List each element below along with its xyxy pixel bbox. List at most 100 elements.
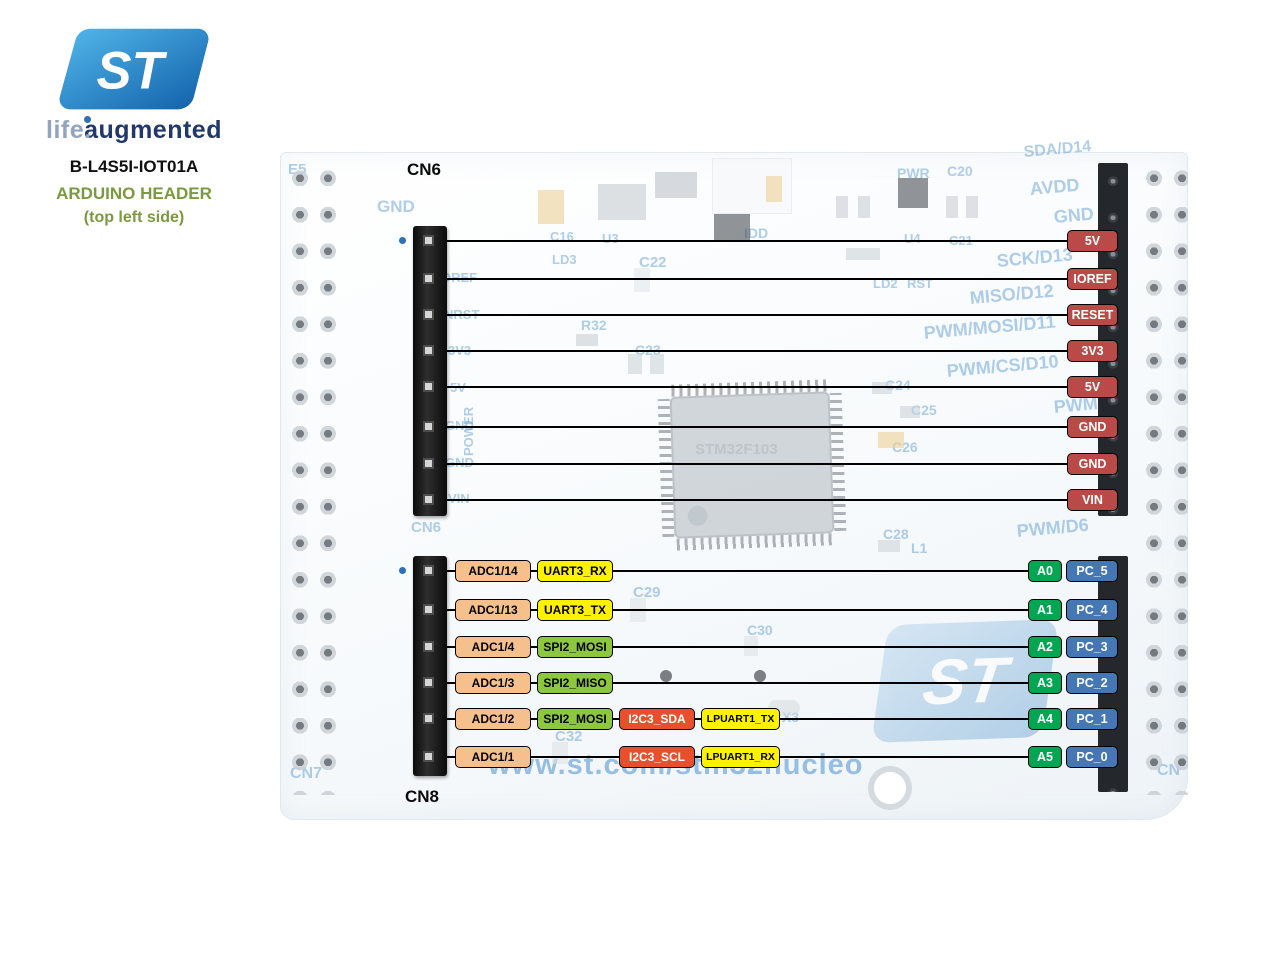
stm32-pin-badge: PC_3 bbox=[1066, 636, 1118, 658]
pin1-marker-cn8 bbox=[399, 567, 406, 574]
stm32-pin-badge: PC_5 bbox=[1066, 560, 1118, 582]
header-pin bbox=[423, 713, 434, 724]
component-capacitor bbox=[634, 268, 650, 292]
adc-function-badge: ADC1/3 bbox=[455, 672, 531, 694]
silkscreen-text: PWR bbox=[897, 165, 930, 181]
mcu-chip bbox=[657, 379, 847, 551]
silkscreen-text: C22 bbox=[639, 254, 667, 271]
header-pin bbox=[423, 235, 434, 246]
header-pin bbox=[423, 381, 434, 392]
signal-wire bbox=[447, 682, 1028, 684]
silkscreen-text: IDD bbox=[744, 225, 769, 241]
component-capacitor bbox=[538, 190, 564, 224]
cn6-label: CN6 bbox=[407, 160, 442, 179]
pin-badge-power: 5V bbox=[1067, 376, 1118, 398]
pin1-marker-cn6 bbox=[399, 237, 406, 244]
silkscreen-text: C28 bbox=[883, 526, 909, 542]
pin-badge-power: IOREF bbox=[1067, 268, 1118, 290]
signal-wire bbox=[447, 240, 1067, 242]
pin-badge-power: VIN bbox=[1067, 489, 1118, 511]
component-jumper bbox=[714, 214, 750, 242]
silkscreen-text: PWM/D6 bbox=[1016, 514, 1090, 541]
header-pin bbox=[423, 309, 434, 320]
component-capacitor bbox=[552, 742, 568, 764]
signal-wire bbox=[447, 463, 1067, 465]
spi-function-badge: SPI2_MISO bbox=[537, 672, 613, 694]
signal-wire bbox=[447, 570, 1028, 572]
connector-cn6 bbox=[413, 226, 447, 516]
component-resistor bbox=[576, 334, 598, 346]
component-smd bbox=[846, 248, 880, 260]
tagline-dot: . bbox=[84, 116, 92, 144]
lpuart-function-badge: LPUART1_RX bbox=[701, 746, 780, 768]
signal-wire bbox=[447, 314, 1067, 316]
uart-function-badge: UART3_TX bbox=[537, 599, 613, 621]
component-smd bbox=[966, 196, 978, 218]
header-pin bbox=[423, 421, 434, 432]
silkscreen-text: C29 bbox=[633, 584, 661, 601]
silkscreen-text: AVDD bbox=[1029, 174, 1081, 199]
signal-wire bbox=[447, 499, 1067, 501]
component-smd bbox=[946, 196, 958, 218]
silkscreen-text: GND bbox=[445, 418, 474, 433]
header-pin bbox=[423, 273, 434, 284]
component-capacitor bbox=[900, 406, 920, 418]
adc-function-badge: ADC1/1 bbox=[455, 746, 531, 768]
i2c-function-badge: I2C3_SCL bbox=[619, 746, 695, 768]
adc-function-badge: ADC1/2 bbox=[455, 708, 531, 730]
component-chip bbox=[598, 184, 646, 220]
header-pin bbox=[423, 494, 434, 505]
connector-cn8 bbox=[413, 556, 447, 776]
silkscreen-text: U3 bbox=[602, 231, 619, 246]
st-logo-text: ST bbox=[97, 42, 168, 101]
header-socket-right-top bbox=[1098, 163, 1128, 516]
header-pin bbox=[423, 677, 434, 688]
st-logo: ST bbox=[59, 28, 209, 110]
arduino-pin-badge: A5 bbox=[1028, 746, 1062, 768]
signal-wire bbox=[447, 386, 1067, 388]
silkscreen-text: C20 bbox=[947, 163, 973, 179]
tagline-augmented: augmented bbox=[84, 116, 222, 144]
lpuart-function-badge: LPUART1_TX bbox=[701, 708, 780, 730]
component-smd bbox=[836, 196, 848, 218]
silkscreen-text: VIN bbox=[448, 491, 470, 506]
silkscreen-text: L1 bbox=[911, 540, 928, 556]
spi-function-badge: SPI2_MOSI bbox=[537, 708, 613, 730]
silkscreen-text: PWM/CS/D10 bbox=[946, 351, 1060, 381]
component-capacitor bbox=[628, 354, 642, 374]
silkscreen-text: PWM/MOSI/D11 bbox=[923, 311, 1057, 343]
diagram-title: ARDUINO HEADER bbox=[56, 184, 212, 203]
silkscreen-text: GND bbox=[445, 455, 474, 470]
stm32-pin-badge: PC_0 bbox=[1066, 746, 1118, 768]
component-capacitor bbox=[766, 176, 782, 202]
stm32-pin-badge: PC_4 bbox=[1066, 599, 1118, 621]
signal-wire bbox=[447, 646, 1028, 648]
test-point bbox=[754, 670, 766, 682]
spi-function-badge: SPI2_MOSI bbox=[537, 636, 613, 658]
silkscreen-text: SDA/D14 bbox=[1023, 138, 1092, 161]
header-pin bbox=[423, 458, 434, 469]
component-capacitor bbox=[650, 354, 664, 374]
silkscreen-text: SCK/D13 bbox=[996, 244, 1074, 271]
tagline-life: life bbox=[46, 116, 85, 144]
arduino-pin-badge: A4 bbox=[1028, 708, 1062, 730]
branding-block: ST life.augmented B-L4S5I-IOT01A ARDUINO… bbox=[18, 26, 250, 227]
signal-wire bbox=[447, 278, 1067, 280]
adc-function-badge: ADC1/13 bbox=[455, 599, 531, 621]
silkscreen-text: C30 bbox=[747, 622, 773, 638]
arduino-pin-badge: A2 bbox=[1028, 636, 1062, 658]
silkscreen-text: MISO/D12 bbox=[969, 280, 1055, 308]
arduino-pin-badge: A3 bbox=[1028, 672, 1062, 694]
header-holes-right bbox=[1140, 160, 1188, 795]
header-pin bbox=[423, 345, 434, 356]
st-tagline: life.augmented bbox=[18, 116, 250, 145]
stm32-pin-badge: PC_2 bbox=[1066, 672, 1118, 694]
header-pin bbox=[423, 565, 434, 576]
component-regulator bbox=[655, 172, 697, 198]
component-chip bbox=[898, 178, 928, 208]
st-watermark-text: ST bbox=[918, 643, 1012, 719]
pin-badge-power: GND bbox=[1067, 453, 1118, 475]
test-point bbox=[660, 670, 672, 682]
pin-badge-power: GND bbox=[1067, 416, 1118, 438]
